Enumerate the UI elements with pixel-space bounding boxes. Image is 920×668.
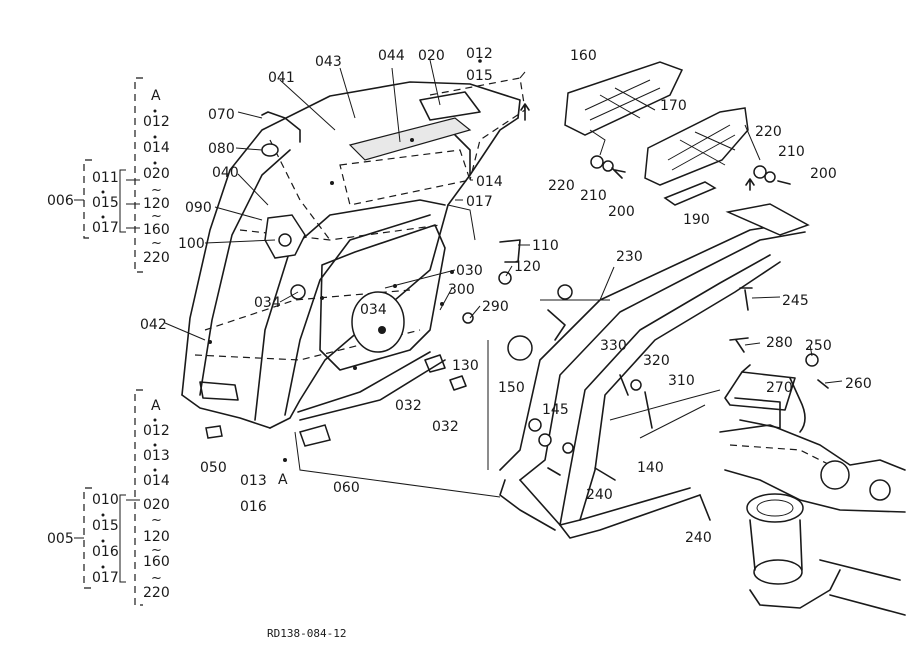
label-320: 320 [643,353,670,369]
reference-dots [208,59,482,462]
label-210b: 210 [778,144,805,160]
group-006-legend: 006 011 015 017 A 012 014 020 120 160 22… [47,77,170,273]
group-005-ref: 005 [47,531,74,547]
label-310: 310 [668,373,695,389]
label-030: 030 [456,263,483,279]
side-panel [319,224,446,371]
label-020: 020 [418,48,445,64]
label-032a: 032 [395,398,422,414]
label-017: 017 [466,194,493,210]
label-145: 145 [542,402,569,418]
label-013: 013 [240,473,267,489]
label-160: 160 [570,48,597,64]
label-245: 245 [782,293,809,309]
group-005-inner-3: 017 [92,570,119,586]
group-006-outer-0: A [151,88,161,104]
seat-part-170 [644,107,749,186]
group-005-outer-6: 160 [143,554,170,570]
arrows [520,103,755,191]
label-014: 014 [476,174,503,190]
leader-lines [294,71,761,498]
label-280: 280 [766,335,793,351]
label-210a: 210 [580,188,607,204]
label-200a: 200 [608,204,635,220]
svg-text:~: ~ [151,183,162,198]
group-005-outer-4: 020 [143,497,170,513]
label-220b: 220 [755,124,782,140]
group-006-ref: 006 [47,193,74,209]
group-005-inner-2: 016 [92,544,119,560]
group-005-inner-0: 010 [92,492,119,508]
label-110: 110 [532,238,559,254]
svg-text:~: ~ [151,236,162,251]
group-005-legend: 005 010 015 016 017 A 012 013 014 020 12… [47,389,170,606]
group-006-inner-2: 017 [92,220,119,236]
bracket-270 [724,364,806,433]
label-012-top: 012 [466,46,493,62]
label-015-top: 015 [466,68,493,84]
group-006-outer-6: 220 [143,250,170,266]
label-270: 270 [766,380,793,396]
group-005-inner-1: 015 [92,518,119,534]
group-006-outer-1: 012 [143,114,170,130]
group-006-inner-0: 011 [92,170,119,186]
label-080: 080 [208,141,235,157]
label-240a: 240 [586,487,613,503]
label-200b: 200 [810,166,837,182]
label-250: 250 [805,338,832,354]
label-330: 330 [600,338,627,354]
group-006-outer-2: 014 [143,140,170,156]
label-170: 170 [660,98,687,114]
label-060: 060 [333,480,360,496]
label-150: 150 [498,380,525,396]
svg-text:~: ~ [151,543,162,558]
label-034a: 034 [254,295,281,311]
group-006-outer-5: 160 [143,222,170,238]
label-190: 190 [683,212,710,228]
bonnet-assembly [181,81,521,429]
group-006-outer-4: 120 [143,196,170,212]
label-090: 090 [185,200,212,216]
label-044: 044 [378,48,405,64]
group-005-outer-1: 012 [143,423,170,439]
label-290: 290 [482,299,509,315]
label-043: 043 [315,54,342,70]
seat-part-160 [564,61,684,136]
group-006-outer-3: 020 [143,166,170,182]
label-140: 140 [637,460,664,476]
label-300: 300 [448,282,475,298]
label-050: 050 [200,460,227,476]
svg-text:~: ~ [151,209,162,224]
label-070: 070 [208,107,235,123]
label-041: 041 [268,70,295,86]
group-005-outer-7: 220 [143,585,170,601]
group-005-outer-3: 014 [143,473,170,489]
label-A-mid: A [278,472,288,488]
label-230: 230 [616,249,643,265]
group-005-outer-0: A [151,398,161,414]
label-240b: 240 [685,530,712,546]
label-100: 100 [178,236,205,252]
hardware [205,111,829,521]
part-labels: 160 170 012 015 020 044 043 041 070 080 … [140,46,872,546]
chassis [719,424,906,616]
label-032b: 032 [432,419,459,435]
label-220a: 220 [548,178,575,194]
group-005-outer-2: 013 [143,448,170,464]
drawing-code: RD138-084-12 [267,627,346,640]
label-120: 120 [514,259,541,275]
label-260: 260 [845,376,872,392]
frame-230 [499,203,810,539]
label-034b: 034 [360,302,387,318]
svg-text:~: ~ [151,513,162,528]
svg-text:~: ~ [151,571,162,586]
label-016: 016 [240,499,267,515]
label-042: 042 [140,317,167,333]
group-006-inner-1: 015 [92,195,119,211]
label-130: 130 [452,358,479,374]
group-005-outer-5: 120 [143,529,170,545]
pad-190 [663,181,717,206]
label-040: 040 [212,165,239,181]
